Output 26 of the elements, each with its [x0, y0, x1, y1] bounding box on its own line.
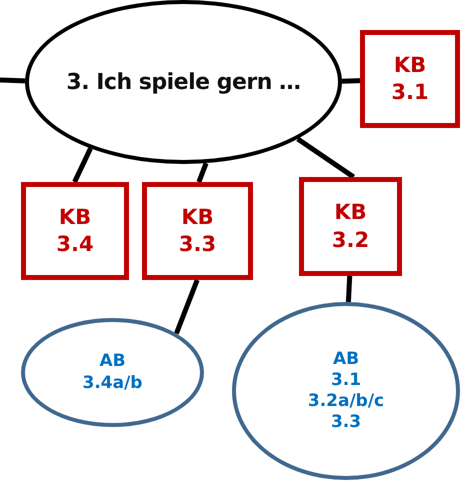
node-text: 3.4a/b — [82, 372, 142, 394]
connector-line — [342, 78, 360, 84]
node-text: 3.3 — [178, 231, 216, 258]
connector-line — [72, 147, 93, 184]
node-text: 3.2a/b/c — [308, 391, 384, 412]
node-text: 3.1 — [391, 79, 429, 106]
connector-line — [346, 276, 352, 302]
reference-box — [360, 30, 460, 128]
reference-box — [299, 177, 402, 276]
node-text: KB — [58, 204, 92, 231]
connector-line — [0, 78, 26, 84]
node-text: KB — [181, 204, 214, 231]
node-text: 3.2 — [332, 226, 370, 254]
connector-line — [174, 279, 200, 334]
node-text: 3.4 — [56, 231, 94, 258]
connector-line — [196, 162, 208, 183]
reference-box — [21, 182, 129, 280]
node-text: KB — [334, 199, 367, 226]
connector-line — [296, 136, 356, 180]
node-text: AB — [332, 348, 360, 370]
reference-box — [142, 182, 253, 280]
node-text: KB — [394, 52, 426, 79]
node-text: 3.3 — [330, 412, 362, 434]
node-text: 3. Ich spiele gern … — [66, 70, 301, 94]
node-text: 3.1 — [330, 370, 362, 391]
node-text: AB — [99, 351, 126, 372]
